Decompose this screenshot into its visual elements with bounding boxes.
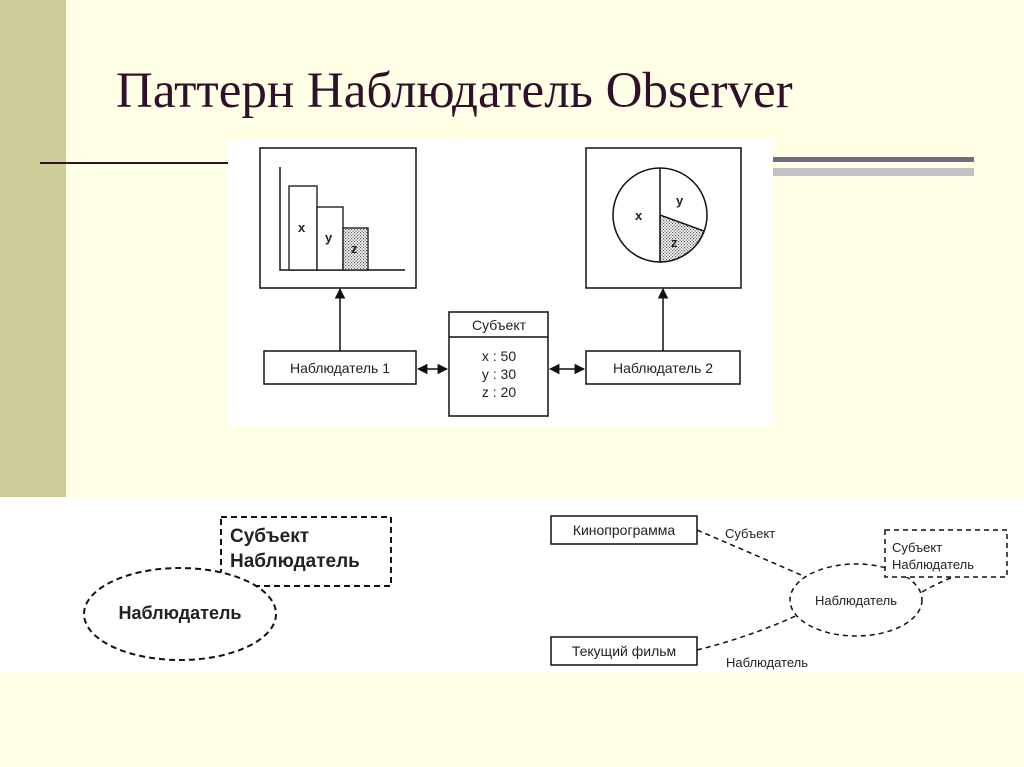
bar-x	[288, 185, 318, 271]
current-film-label: Текущий фильм	[572, 643, 676, 659]
pie-chart-window: x y z	[585, 147, 742, 289]
slide-title: Паттерн Наблюдатель Observer	[116, 63, 793, 119]
dual-role-line2: Наблюдатель	[230, 551, 360, 572]
subject-title: Субъект	[472, 317, 527, 333]
observer-2-label: Наблюдатель 2	[613, 360, 713, 376]
role-diagrams-canvas: Субъект Наблюдатель Наблюдатель Кинопрог…	[83, 515, 1008, 670]
pie-y-label: y	[676, 193, 684, 208]
decorative-rule-dark	[770, 157, 974, 162]
subject-value-z: z : 20	[482, 384, 516, 400]
subject-value-y: y : 30	[482, 366, 516, 382]
observer-1-label: Наблюдатель 1	[290, 360, 390, 376]
bar-y-label: y	[325, 230, 333, 245]
decorative-rule-light	[770, 168, 974, 176]
pie-x-label: x	[635, 208, 643, 223]
observer-1-box: Наблюдатель 1	[263, 350, 417, 385]
dual-role-diagram: Субъект Наблюдатель Наблюдатель	[83, 516, 392, 661]
diagram-canvas: x y z x y z Наблюдатель 1 Наблюдатель 2	[259, 147, 742, 417]
edge-observer-label: Наблюдатель	[726, 655, 808, 670]
subject-value-x: x : 50	[482, 348, 516, 364]
bar-z-label: z	[351, 241, 358, 256]
edge-subject-label: Субъект	[725, 526, 775, 541]
dual-role-box-line2: Наблюдатель	[892, 557, 974, 572]
bar-y	[316, 206, 344, 271]
role-diagrams-panel: Субъект Наблюдатель Наблюдатель Кинопрог…	[0, 497, 1024, 672]
center-observer-label: Наблюдатель	[815, 593, 897, 608]
subject-box: Субъект x : 50 y : 30 z : 20	[448, 311, 549, 417]
observer-pattern-diagram: x y z x y z Наблюдатель 1 Наблюдатель 2	[228, 139, 773, 426]
dual-role-ellipse-label: Наблюдатель	[118, 603, 241, 623]
cinema-example-diagram: Кинопрограмма Текущий фильм Субъект Набл…	[550, 515, 1008, 670]
left-accent-band	[0, 0, 66, 497]
dual-role-line1: Субъект	[230, 526, 309, 547]
pie-z-label: z	[671, 235, 678, 250]
observer-2-box: Наблюдатель 2	[585, 350, 741, 385]
kinoprogramma-label: Кинопрограмма	[573, 522, 676, 538]
dual-role-box-line1: Субъект	[892, 540, 942, 555]
bar-z	[342, 227, 369, 271]
bar-chart-window: x y z	[259, 147, 417, 289]
bar-x-label: x	[298, 220, 306, 235]
title-underline	[40, 162, 240, 164]
